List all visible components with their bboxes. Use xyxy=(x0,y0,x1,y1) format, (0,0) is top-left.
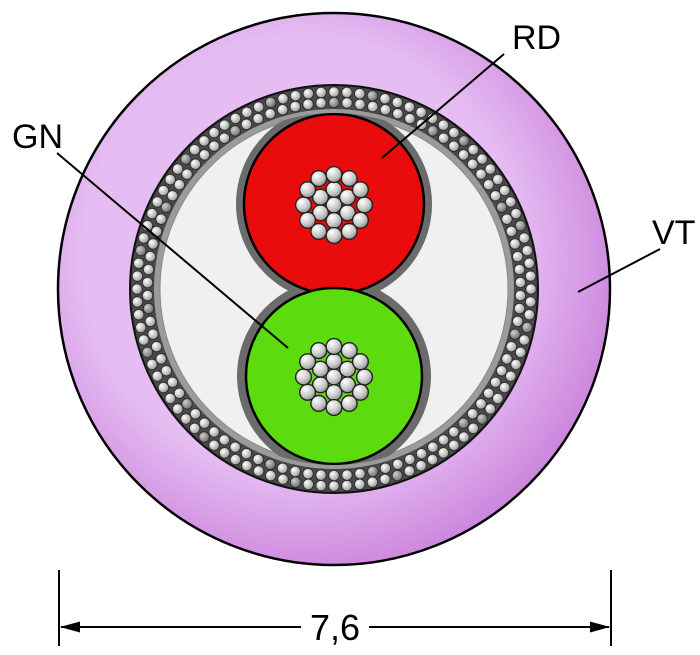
gn-label: GN xyxy=(12,118,63,156)
conductor-pair xyxy=(236,113,432,465)
rd-leader-line xyxy=(381,53,505,159)
rd-label: RD xyxy=(512,19,561,57)
callouts: RD GN VT xyxy=(12,19,695,349)
dimension-annotation: 7,6 xyxy=(58,570,612,648)
vt-leader-line xyxy=(577,248,661,293)
dimension-arrow-left xyxy=(60,621,80,633)
gn-leader-line xyxy=(56,152,289,349)
vt-label: VT xyxy=(652,214,695,252)
red-conductor-strands xyxy=(294,165,374,245)
green-conductor-strands xyxy=(294,337,374,417)
dimension-value: 7,6 xyxy=(310,607,360,648)
braid-shield-wires xyxy=(131,86,537,492)
dimension-arrow-right xyxy=(590,621,610,633)
